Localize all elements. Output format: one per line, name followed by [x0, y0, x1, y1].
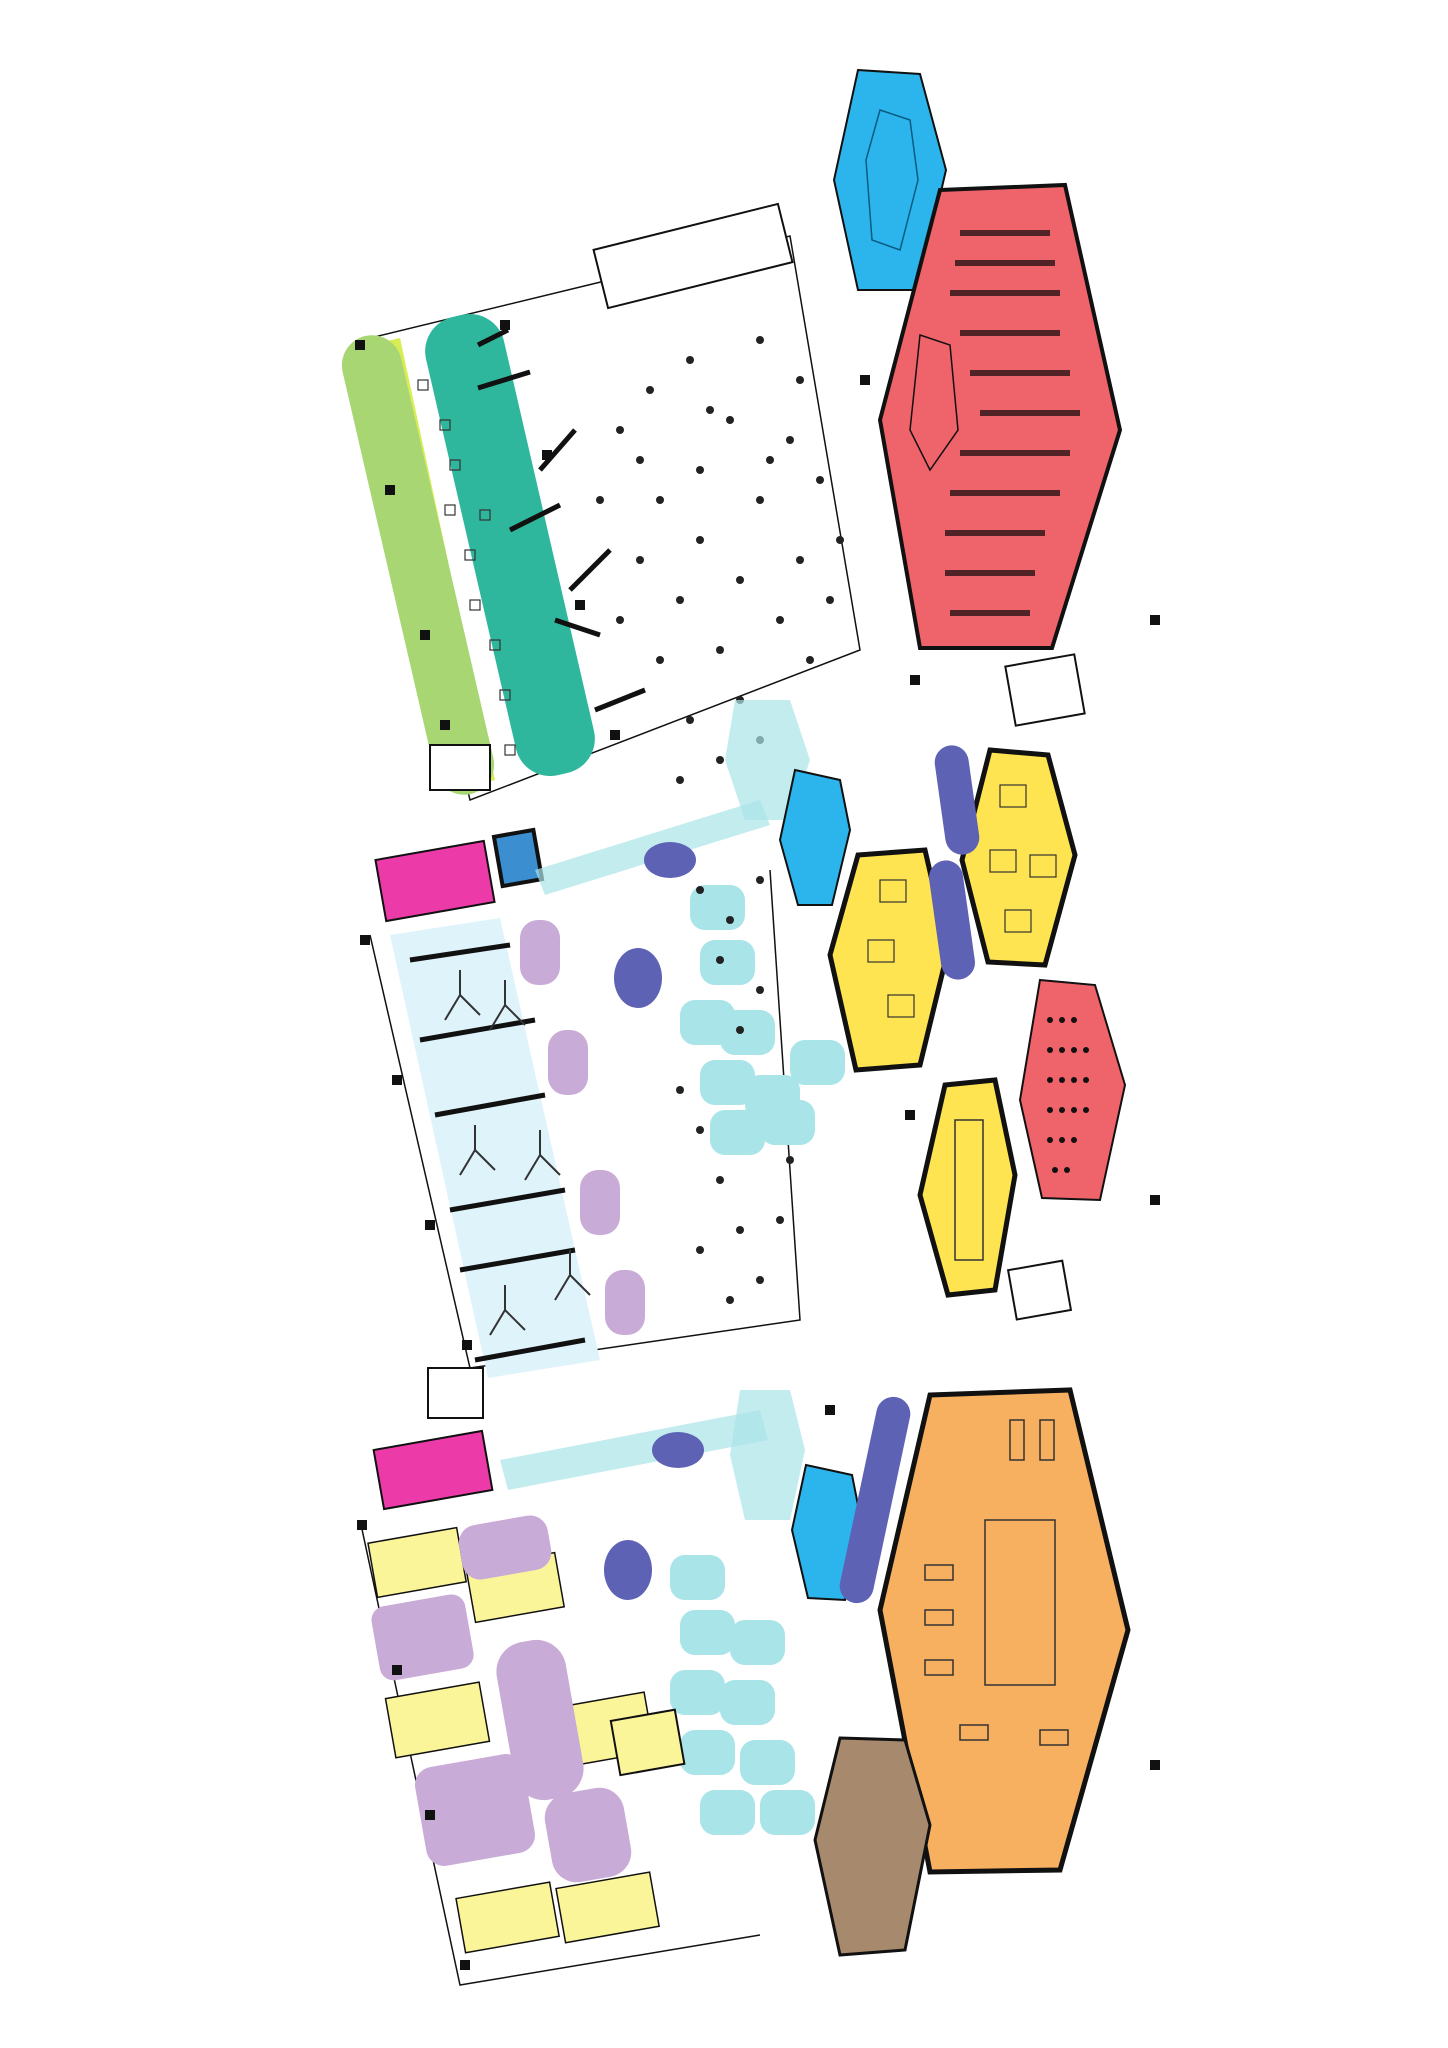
red-hex-auditorium — [877, 182, 1123, 650]
stage-outline — [909, 333, 959, 472]
brown-hex — [813, 1736, 932, 1957]
lavender-rooms — [371, 1515, 632, 1883]
orange-hex-library — [877, 1387, 1131, 1875]
green-zone — [341, 335, 495, 795]
stair-box-top — [1004, 653, 1086, 727]
red-hex-seats — [1047, 1017, 1089, 1173]
indigo-pod-center — [614, 948, 662, 1008]
cyan-hex-cluster-bottom — [730, 1390, 805, 1520]
top-wing — [341, 68, 1123, 802]
meeting-room-bottom — [609, 1708, 686, 1777]
cyan-hex-cluster-middle — [725, 700, 810, 820]
indigo-pod-bottom — [652, 1432, 704, 1468]
blue-block — [491, 827, 545, 889]
structural-columns — [355, 320, 1160, 1970]
magenta-block-middle — [374, 839, 496, 923]
indigo-pill-2 — [929, 860, 975, 980]
stair-box-left-top — [429, 744, 491, 791]
top-crowd — [596, 336, 844, 784]
teal-zone — [425, 314, 595, 776]
desk-rows — [409, 942, 586, 1363]
cyan-cushions-bottom — [670, 1555, 815, 1835]
magenta-block-bottom — [372, 1429, 494, 1511]
yellow-hex-conference — [917, 1077, 1018, 1298]
corridor-band-bottom — [500, 1410, 768, 1490]
stair-box-middle — [1006, 1259, 1073, 1321]
yellow-hex-left — [827, 847, 951, 1073]
yellow-hex-right — [959, 747, 1078, 968]
middle-wing — [369, 700, 1127, 1419]
teal-partitions — [476, 327, 646, 713]
conference-table — [954, 1119, 984, 1261]
yellow-hex-tables — [867, 784, 1057, 1018]
indigo-pill-1 — [934, 745, 980, 855]
orange-hex-shelves — [924, 1419, 1069, 1746]
bottom-wing — [359, 1387, 1131, 1986]
indigo-pod-bottom-center — [604, 1540, 652, 1600]
stair-box-left-middle — [427, 1367, 484, 1419]
cyan-hex-top-inner — [865, 109, 919, 251]
auditorium-seating — [945, 230, 1080, 616]
paleblue-workzone — [390, 918, 600, 1378]
cyan-cushions-middle — [680, 885, 845, 1155]
y-desks — [444, 970, 591, 1336]
orange-hex-core — [984, 1519, 1056, 1686]
indigo-pill-bottom — [839, 1396, 911, 1604]
green-furniture — [417, 379, 516, 756]
top-entrance-block — [592, 202, 794, 310]
red-hex-small — [1018, 978, 1127, 1202]
cyan-hex-middle — [778, 768, 852, 906]
teal-markers — [542, 450, 620, 740]
indigo-pod-middle — [644, 842, 696, 878]
lavender-pods-middle — [520, 920, 645, 1335]
middle-crowd — [676, 876, 794, 1304]
